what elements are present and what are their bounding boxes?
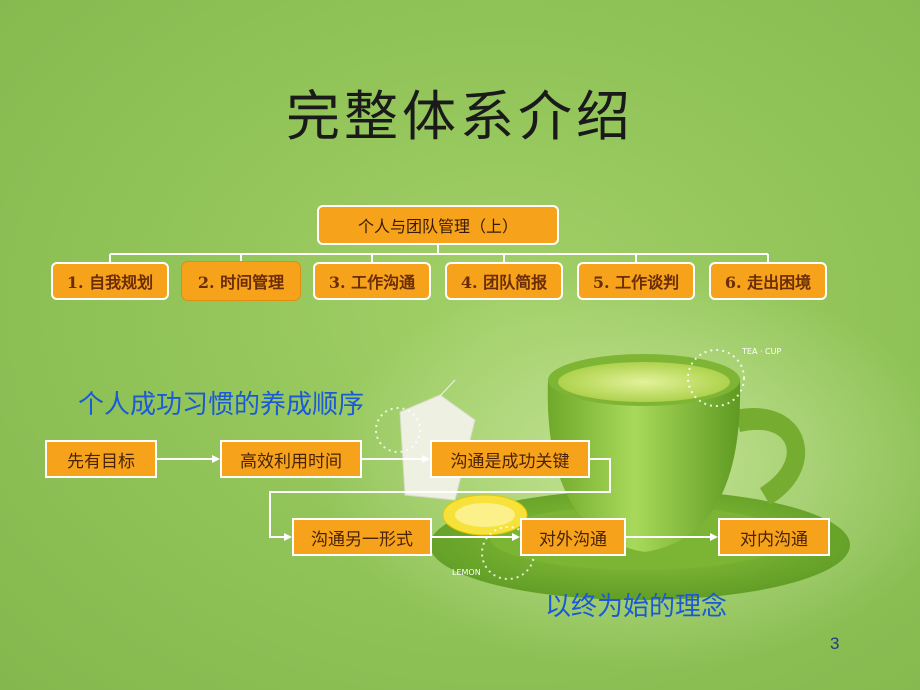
- org-root-box: 个人与团队管理（上）: [317, 205, 559, 245]
- slide-title: 完整体系介绍: [286, 85, 634, 148]
- org-child-6: 6. 走出困境: [709, 262, 827, 300]
- cup-body: [547, 380, 741, 552]
- page-number: 3: [830, 634, 840, 653]
- flow-step-1: 先有目标: [45, 440, 157, 478]
- flow-step-4: 沟通另一形式: [292, 518, 432, 556]
- cup-label: TEA · CUP: [741, 347, 781, 356]
- org-child-2: 2. 时间管理: [182, 262, 300, 300]
- org-child-4: 4. 团队简报: [445, 262, 563, 300]
- flow-step-3: 沟通是成功关键: [430, 440, 590, 478]
- flow-step-6: 对内沟通: [718, 518, 830, 556]
- org-child-3: 3. 工作沟通: [313, 262, 431, 300]
- flow-step-2: 高效利用时间: [220, 440, 362, 478]
- habits-heading: 个人成功习惯的养成顺序: [78, 390, 365, 420]
- cup-handle: [735, 408, 806, 505]
- closing-text: 以终为始的理念: [545, 592, 728, 622]
- flow-step-5: 对外沟通: [520, 518, 626, 556]
- lemon-label: LEMON: [452, 568, 481, 577]
- org-child-1: 1. 自我规划: [51, 262, 169, 300]
- org-child-5: 5. 工作谈判: [577, 262, 695, 300]
